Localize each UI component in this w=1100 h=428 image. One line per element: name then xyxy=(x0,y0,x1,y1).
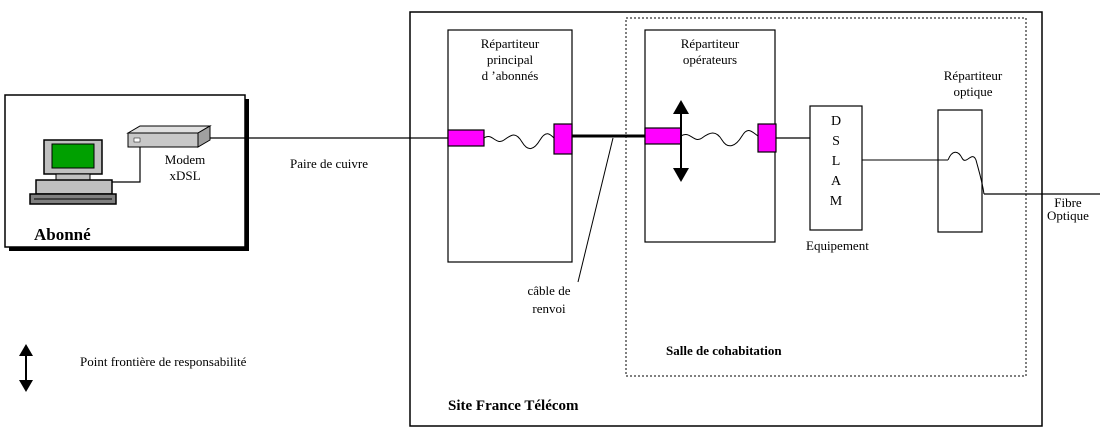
fiber-label-line1: Fibre xyxy=(1054,195,1082,210)
subscriber-title: Abonné xyxy=(34,225,91,244)
dslam-caption: Equipement xyxy=(806,238,869,253)
main-distribution-frame-label: Répartiteur principal d ’abonnés xyxy=(450,36,570,84)
responsibility-boundary-arrow xyxy=(673,100,689,182)
modem-computer-cable xyxy=(112,147,141,183)
operator-frame-box xyxy=(644,29,776,243)
modem-label: Modem xDSL xyxy=(160,152,210,184)
operator-input-connector xyxy=(644,127,682,145)
site-france-telecom-box xyxy=(409,11,1043,427)
mdf-label-line3: d ’abonnés xyxy=(481,68,539,83)
optical-label-line2: optique xyxy=(953,84,993,99)
operator-jumper-wire xyxy=(680,130,759,147)
computer-icon xyxy=(29,139,117,205)
modem-icon xyxy=(126,125,212,148)
optical-fiber-loop xyxy=(947,151,985,195)
mdf-label-line2: principal xyxy=(486,52,534,67)
colocation-room-box xyxy=(625,17,1027,377)
mdf-label-line1: Répartiteur xyxy=(480,36,540,51)
dslam-letter-l: L xyxy=(831,154,841,169)
tie-cable-pointer xyxy=(577,137,614,283)
operator-output-connector xyxy=(757,123,777,153)
tie-cable-label: câble de renvoi xyxy=(514,282,584,318)
dslam-box xyxy=(809,105,863,231)
site-title: Site France Télécom xyxy=(448,398,579,414)
optical-frame-box xyxy=(937,109,983,233)
tie-cable-label-line2: renvoi xyxy=(532,301,566,316)
mdf-output-connector xyxy=(553,123,573,155)
fiber-label-line2: Optique xyxy=(1047,208,1089,223)
optical-label-line1: Répartiteur xyxy=(943,68,1003,83)
dslam-letter-a: A xyxy=(830,174,842,189)
colocation-room-title: Salle de cohabitation xyxy=(666,343,782,358)
tie-cable-label-line1: câble de xyxy=(527,283,571,298)
legend-text: Point frontière de responsabilité xyxy=(80,354,247,369)
mdf-input-connector xyxy=(447,129,485,147)
operator-frame-label: Répartiteur opérateurs xyxy=(647,36,773,68)
dslam-letter-d: D xyxy=(830,114,842,129)
legend-arrow-icon xyxy=(19,344,33,392)
operator-label-line2: opérateurs xyxy=(682,52,738,67)
mdf-jumper-wire xyxy=(483,133,555,149)
copper-pair-label: Paire de cuivre xyxy=(290,156,368,171)
dslam-letter-s: S xyxy=(832,134,840,149)
operator-label-line1: Répartiteur xyxy=(680,36,740,51)
modem-label-line2: xDSL xyxy=(169,168,201,183)
dslam-letter-m: M xyxy=(829,194,843,209)
fiber-label: Fibre Optique xyxy=(1038,196,1098,222)
modem-label-line1: Modem xyxy=(164,152,206,167)
optical-frame-label: Répartiteur optique xyxy=(928,68,1018,100)
